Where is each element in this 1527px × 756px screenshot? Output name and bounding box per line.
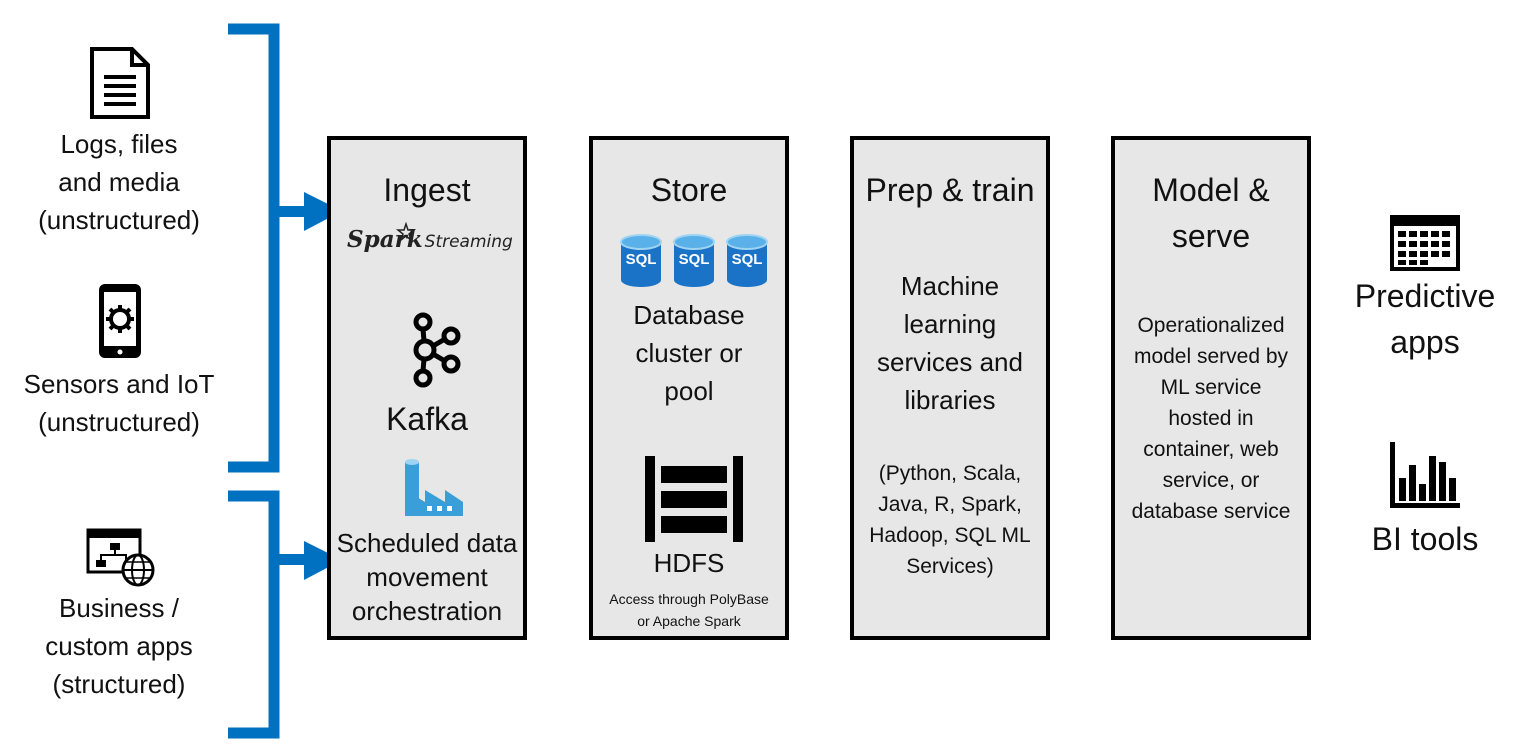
scheduled-data-label: Scheduled data movement orchestration xyxy=(331,526,523,628)
model-title-line: Model & xyxy=(1152,172,1270,208)
sql-badge: SQL xyxy=(625,251,657,268)
db-line: pool xyxy=(664,376,714,406)
model-body-line: container, web xyxy=(1143,438,1279,461)
model-body-line: Operationalized xyxy=(1137,314,1285,337)
sql-badge: SQL xyxy=(678,251,710,268)
arrow-to-ingest-top xyxy=(304,192,342,231)
source-business-label: Business / custom apps (structured) xyxy=(0,589,238,703)
source-sensors-label: Sensors and IoT (unstructured) xyxy=(0,365,238,441)
scheduled-line: movement xyxy=(366,562,488,592)
predictive-apps-label: Predictive apps xyxy=(1330,273,1520,365)
source-logs-line: (unstructured) xyxy=(38,205,200,235)
model-title-line: serve xyxy=(1171,218,1251,254)
ml-line: libraries xyxy=(904,385,996,415)
source-logs-label: Logs, files and media (unstructured) xyxy=(0,125,238,239)
arrow-to-ingest-bottom xyxy=(304,541,342,580)
db-line: cluster or xyxy=(635,338,743,368)
scheduled-line: Scheduled data xyxy=(336,528,518,558)
model-body-line: model served by xyxy=(1133,345,1289,368)
org-chart-globe-icon xyxy=(86,528,155,587)
model-body-line: hosted in xyxy=(1168,407,1254,430)
bar-chart-icon xyxy=(1390,442,1460,508)
hdfs-label: HDFS xyxy=(653,548,725,578)
source-business-line: Business / xyxy=(59,593,179,623)
prep-train-title: Prep & train xyxy=(865,172,1035,208)
source-sensors-line: Sensors and IoT xyxy=(23,369,215,399)
source-sensors-line: (unstructured) xyxy=(38,407,200,437)
data-factory-icon xyxy=(405,459,463,516)
phone-gear-icon xyxy=(99,284,141,358)
lang-line: Services) xyxy=(906,555,994,578)
predictive-line: Predictive xyxy=(1354,278,1496,314)
hdfs-note-line: Access through PolyBase xyxy=(609,591,769,607)
calendar-grid-icon xyxy=(1390,215,1460,271)
sql-database-icon: SQL xyxy=(619,234,663,288)
predictive-line: apps xyxy=(1390,324,1460,360)
scheduled-line: orchestration xyxy=(351,596,503,626)
hdfs-note-line: or Apache Spark xyxy=(637,613,741,629)
ml-services-label: Machine learning services and libraries xyxy=(854,267,1046,419)
database-cluster-label: Database cluster or pool xyxy=(593,296,785,410)
unstructured-bracket xyxy=(228,23,342,473)
ml-line: Machine xyxy=(900,271,1000,301)
model-serve-title: Model & serve xyxy=(1115,167,1307,259)
source-business-line: (structured) xyxy=(52,669,186,699)
model-body-line: ML service xyxy=(1160,376,1262,399)
structured-bracket xyxy=(228,490,342,739)
stage-prep-train: Prep & train Machine learning services a… xyxy=(850,136,1050,640)
lang-line: Hadoop, SQL ML xyxy=(869,524,1031,547)
sql-database-icon: SQL xyxy=(725,234,769,288)
lang-line: Java, R, Spark, xyxy=(878,493,1022,516)
document-icon xyxy=(90,47,150,119)
ml-line: learning xyxy=(903,309,997,339)
sql-databases: SQL SQL SQL xyxy=(619,234,769,288)
lang-line: (Python, Scala, xyxy=(878,462,1022,485)
ml-line: services and xyxy=(877,347,1023,377)
source-logs-line: and media xyxy=(58,167,180,197)
stage-store: Store SQL SQL SQL Database cluster or po… xyxy=(589,136,789,640)
source-brackets xyxy=(228,23,342,739)
stage-model-serve: Model & serve Operationalized model serv… xyxy=(1111,136,1311,640)
model-body-line: database service xyxy=(1131,500,1291,523)
sql-database-icon: SQL xyxy=(672,234,716,288)
operationalized-label: Operationalized model served by ML servi… xyxy=(1115,310,1307,527)
spark-star-icon xyxy=(395,221,417,243)
kafka-icon xyxy=(413,312,461,388)
sql-badge: SQL xyxy=(731,251,763,268)
source-business-line: custom apps xyxy=(45,631,193,661)
model-body-line: service, or xyxy=(1162,469,1260,492)
ingest-title: Ingest xyxy=(383,172,471,208)
source-logs-line: Logs, files xyxy=(60,129,178,159)
bi-tools-label: BI tools xyxy=(1371,521,1479,557)
ml-languages-label: (Python, Scala, Java, R, Spark, Hadoop, … xyxy=(854,458,1046,582)
spark-logo-suffix: Streaming xyxy=(424,232,513,252)
store-title: Store xyxy=(650,172,728,208)
hdfs-note: Access through PolyBase or Apache Spark xyxy=(593,588,785,632)
kafka-label: Kafka xyxy=(386,401,468,437)
hdfs-icon xyxy=(645,456,743,542)
db-line: Database xyxy=(633,300,745,330)
